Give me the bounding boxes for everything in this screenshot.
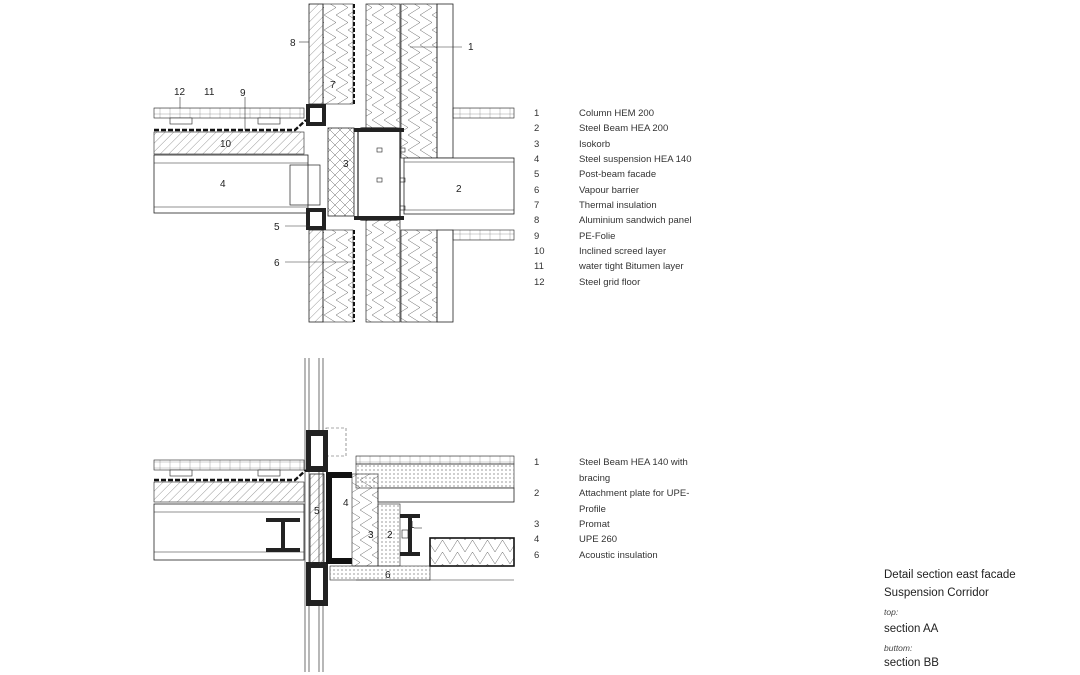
section-bb-callouts: 4 5 1 3 2 6 (314, 498, 415, 581)
aa-callout-5: 5 (274, 222, 280, 233)
aa-callout-6: 6 (274, 258, 280, 269)
caption-bottom-value: section BB (884, 657, 939, 669)
aa-callout-4: 4 (220, 179, 226, 190)
bb-callout-4: 4 (343, 498, 349, 509)
aa-callout-2: 2 (456, 184, 462, 195)
section-bb-drawing (153, 358, 515, 672)
aa-callout-9: 9 (240, 88, 246, 99)
bb-callout-3: 3 (368, 530, 374, 541)
aa-callout-8: 8 (290, 38, 296, 49)
bb-callout-5: 5 (314, 506, 320, 517)
bb-callout-6: 6 (385, 570, 391, 581)
aa-callout-3: 3 (343, 159, 349, 170)
caption-top-value: section AA (884, 623, 939, 635)
caption-subtitle: Suspension Corridor (884, 587, 989, 599)
aa-callout-11: 11 (204, 87, 215, 98)
caption-title: Detail section east facade (884, 569, 1016, 581)
bb-callout-1: 1 (409, 520, 415, 531)
section-aa-callouts: 8 1 7 12 11 9 10 3 4 2 5 6 (174, 38, 474, 269)
aa-callout-1: 1 (468, 42, 474, 53)
aa-callout-10: 10 (220, 139, 232, 150)
caption-top-label: top: (884, 607, 899, 617)
section-aa-drawing (153, 3, 515, 323)
aa-callout-7: 7 (330, 80, 336, 91)
aa-callout-12: 12 (174, 87, 186, 98)
caption-bottom-label: buttom: (884, 643, 913, 653)
bb-callout-2: 2 (387, 530, 393, 541)
